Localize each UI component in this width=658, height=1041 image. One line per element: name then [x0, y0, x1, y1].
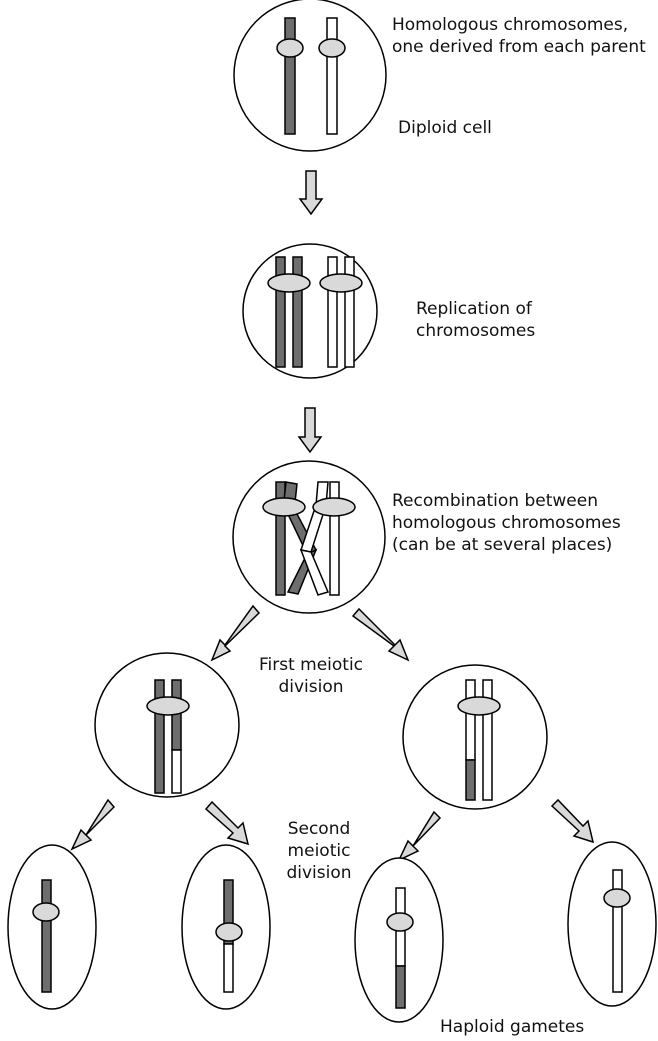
chromatid-dark [41, 879, 52, 993]
chromosome-dark [284, 17, 296, 135]
recombination-label-line: homologous chromosomes [392, 513, 621, 533]
first-division-label-line: division [278, 677, 344, 697]
replication-label: Replication of chromosomes [416, 298, 535, 342]
centromere [603, 888, 631, 908]
homologous-label-line: Homologous chromosomes, [392, 15, 629, 35]
chromatid-dark [275, 481, 286, 596]
chromatid-dark-segment [465, 759, 476, 801]
diagonal-arrow [70, 798, 116, 851]
daughter-cell-right [402, 664, 548, 810]
down-arrow [297, 407, 323, 454]
diploid-cell [233, 0, 387, 152]
chromatid-light [612, 869, 623, 993]
gamete-3 [354, 857, 444, 1023]
chromosome-light [326, 17, 338, 135]
centromere [312, 497, 356, 517]
centromere [319, 273, 363, 293]
second-division-label-line: meiotic [287, 841, 351, 861]
chromatid-dark-segment [395, 965, 406, 1009]
centromere [215, 922, 243, 942]
homologous-label-line: one derived from each parent [392, 37, 646, 57]
diagonal-arrow [204, 800, 250, 846]
second-division-label-line: division [286, 863, 352, 883]
recombination-cell [232, 460, 386, 614]
second-division-label-line: Second [287, 819, 351, 839]
chromatid-light-segment [171, 749, 182, 794]
gamete-4 [567, 841, 657, 1007]
chromatid-light [327, 256, 338, 368]
chromatid-light [329, 481, 340, 596]
centromere [267, 273, 311, 293]
recombination-label: Recombination between homologous chromos… [392, 490, 621, 556]
chromatid-light-segment [223, 943, 234, 993]
chromatid-dark [275, 256, 286, 368]
replication-label-line: Replication of [416, 299, 532, 319]
centromere [32, 902, 60, 922]
centromere [262, 497, 306, 517]
recombination-label-line: Recombination between [392, 491, 599, 511]
centromere [146, 696, 190, 716]
diagonal-arrow-right [351, 607, 410, 662]
diagonal-arrow [397, 810, 442, 862]
replicated-cell [242, 243, 378, 379]
homologous-label: Homologous chromosomes, one derived from… [392, 14, 646, 58]
gamete-2 [181, 844, 271, 1010]
down-arrow [298, 170, 324, 216]
first-division-label-line: First meiotic [258, 655, 364, 675]
gamete-1 [7, 844, 97, 1010]
chromatid-light [465, 679, 476, 761]
centromere [386, 912, 414, 932]
first-division-label: First meiotic division [246, 654, 376, 698]
recombination-label-line: (can be at several places) [392, 535, 613, 555]
chromatid-light [482, 679, 493, 801]
centromere [318, 38, 346, 58]
chromatid-light [344, 256, 355, 368]
second-division-label: Second meiotic division [274, 818, 364, 884]
diagonal-arrow-left [210, 604, 261, 662]
daughter-cell-left [94, 652, 240, 798]
haploid-label: Haploid gametes [440, 1017, 585, 1037]
centromere [276, 38, 304, 58]
chromatid-light-lower [299, 548, 330, 596]
diploid-label: Diploid cell [398, 118, 492, 138]
replication-label-line: chromosomes [416, 321, 536, 341]
centromere [457, 696, 501, 716]
diagonal-arrow [550, 798, 595, 844]
chromatid-dark [292, 256, 303, 368]
chromatid-dark [154, 679, 165, 794]
